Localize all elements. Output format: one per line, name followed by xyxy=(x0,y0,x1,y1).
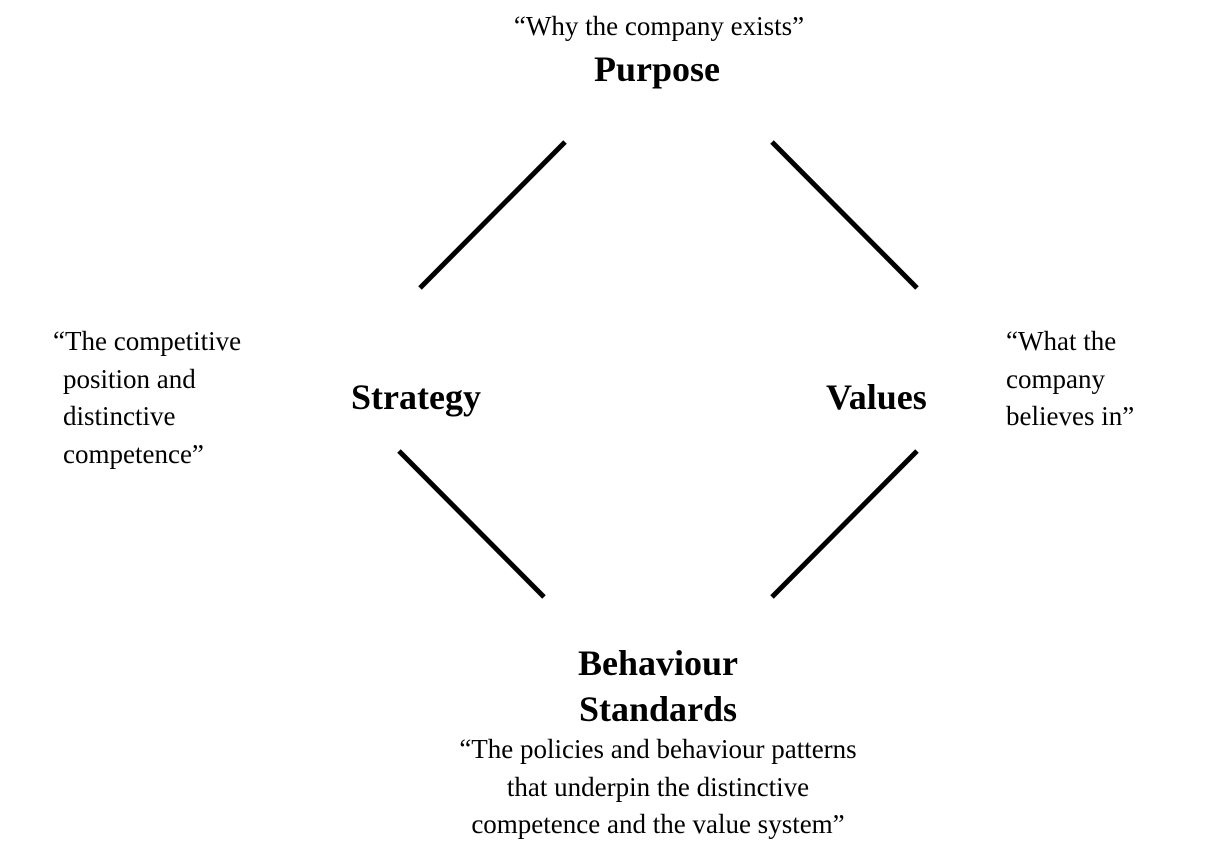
strategy-description: “The competitive position and distinctiv… xyxy=(53,323,241,473)
purpose-description: “Why the company exists” xyxy=(514,8,804,46)
behaviour-standards-description-line: competence and the value system” xyxy=(471,809,845,839)
strategy-description-line: competence” xyxy=(63,438,204,469)
values-title: Values xyxy=(826,377,927,417)
behaviour-standards-description-line: that underpin the distinctive xyxy=(506,771,810,802)
connector-strategy-purpose xyxy=(418,140,567,290)
strategy-description-line: distinctive xyxy=(63,401,176,431)
behaviour-standards-title-line: Behaviour xyxy=(577,643,739,683)
behaviour-standards-title-line: Standards xyxy=(578,689,738,729)
purpose-description-line: “Why the company exists” xyxy=(513,11,805,41)
strategy-description-line: “The competitive xyxy=(53,326,242,356)
values-description-line: “What the xyxy=(1006,326,1117,356)
values-description: “What the company believes in” xyxy=(1006,323,1134,436)
strategy-description-line: position and xyxy=(63,363,196,394)
values-description-line: believes in” xyxy=(1006,401,1135,431)
behaviour-standards-description-line: “The policies and behaviour patterns xyxy=(459,734,857,764)
purpose-title: Purpose xyxy=(594,49,720,89)
behaviour-standards-title: Behaviour Standards xyxy=(578,640,738,732)
strategy-title: Strategy xyxy=(351,377,481,417)
connector-purpose-values xyxy=(770,140,919,290)
connector-strategy-behaviour xyxy=(397,449,546,599)
behaviour-standards-description: “The policies and behaviour patterns tha… xyxy=(459,731,856,844)
values-description-line: company xyxy=(1006,363,1105,394)
connector-values-behaviour xyxy=(770,449,919,599)
